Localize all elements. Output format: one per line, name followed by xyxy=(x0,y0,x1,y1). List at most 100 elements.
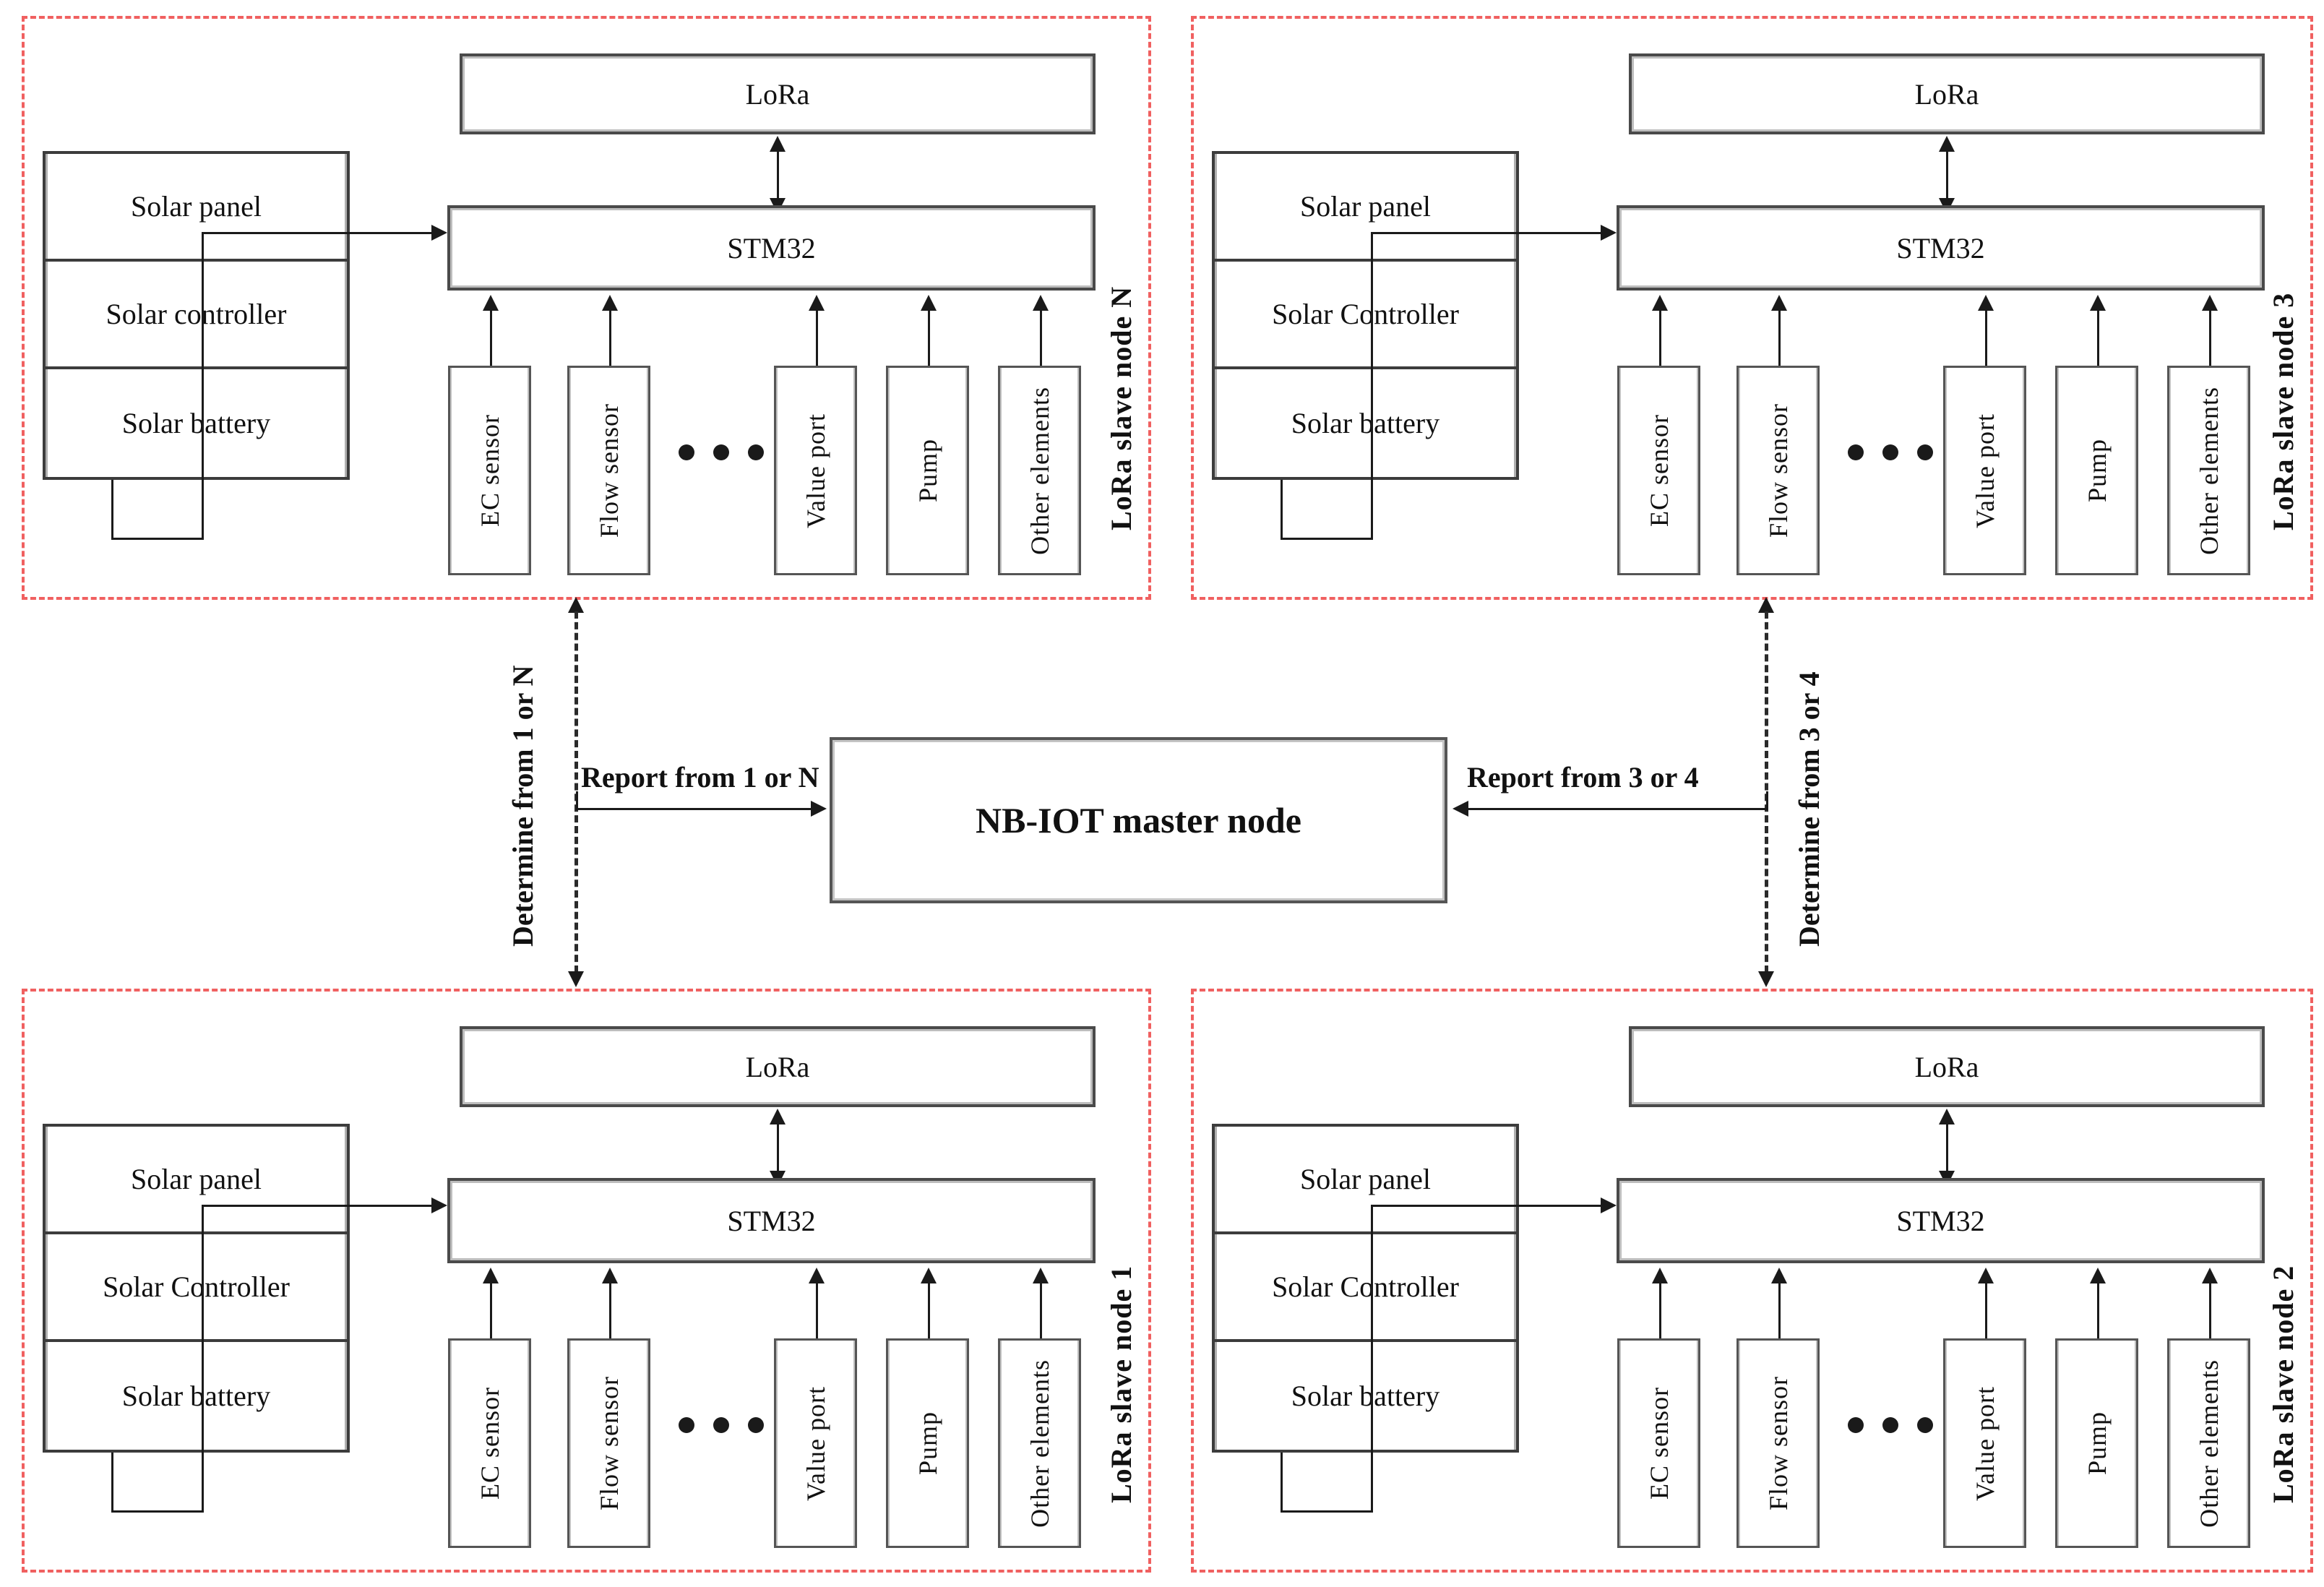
solar-panel-row: Solar panel xyxy=(46,1127,347,1234)
ellipsis-dots xyxy=(1848,1417,1933,1433)
peripheral-box-1: Flow sensor xyxy=(567,366,650,575)
lora-label: LoRa xyxy=(1914,1050,1979,1083)
power-wire-seg3 xyxy=(202,1205,204,1512)
arrow-down-left-bus xyxy=(568,971,584,987)
peripheral-label-0: EC sensor xyxy=(475,1387,504,1500)
master-node-box: NB-IOT master node xyxy=(830,737,1447,903)
peripheral-label-3: Pump xyxy=(2082,1411,2112,1476)
solar-battery-row: Solar battery xyxy=(1215,369,1516,477)
peripheral-box-4: Other elements xyxy=(2167,366,2250,575)
peripheral-label-4: Other elements xyxy=(1025,1359,1054,1528)
solar-panel-label: Solar panel xyxy=(130,189,262,223)
arrow-up-p4 xyxy=(2202,295,2218,311)
link-p2 xyxy=(1985,308,1987,367)
node-caption-1: LoRa slave node 1 xyxy=(1105,1265,1137,1503)
node-caption-2: LoRa slave node 2 xyxy=(2267,1265,2299,1503)
node-panel-2: LoRa STM32 Solar panel Solar Controller … xyxy=(1191,989,2313,1573)
arrow-up-p4 xyxy=(1033,1268,1049,1283)
peripheral-box-2: Value port xyxy=(1943,1338,2026,1548)
lora-label: LoRa xyxy=(745,1050,810,1083)
arrow-up-p0 xyxy=(1652,295,1668,311)
link-p1 xyxy=(609,1281,611,1340)
mcu-box: STM32 xyxy=(447,1178,1096,1263)
link-lora-mcu xyxy=(1946,1119,1948,1181)
link-p3 xyxy=(928,308,930,367)
peripheral-box-2: Value port xyxy=(774,1338,857,1548)
peripheral-label-3: Pump xyxy=(913,438,942,503)
peripheral-box-4: Other elements xyxy=(998,1338,1081,1548)
ellipsis-dots xyxy=(1848,444,1933,460)
solar-battery-label: Solar battery xyxy=(121,1379,271,1412)
master-node-label: NB-IOT master node xyxy=(976,800,1301,840)
arrow-up-lora xyxy=(1939,136,1955,152)
solar-battery-row: Solar battery xyxy=(46,1342,347,1450)
link-p0 xyxy=(490,308,492,367)
arrow-up-p2 xyxy=(1978,1268,1994,1283)
lora-label: LoRa xyxy=(745,77,810,111)
arrow-up-lora xyxy=(770,1109,786,1124)
power-wire-seg4 xyxy=(1371,1205,1601,1207)
arrow-report-left-into-master xyxy=(811,801,827,817)
peripheral-box-1: Flow sensor xyxy=(1736,366,1820,575)
arrow-power-into-mcu xyxy=(431,1197,447,1213)
power-wire-seg2 xyxy=(111,1510,204,1513)
power-wire-seg4 xyxy=(1371,232,1601,234)
determine-left-label: Determine from 1 or N xyxy=(507,665,539,947)
peripheral-label-3: Pump xyxy=(2082,438,2112,503)
ellipsis-dots xyxy=(679,444,764,460)
solar-controller-row: Solar controller xyxy=(46,262,347,369)
arrow-up-p3 xyxy=(921,1268,937,1283)
peripheral-box-4: Other elements xyxy=(998,366,1081,575)
power-wire-seg1 xyxy=(1281,1453,1283,1512)
ellipsis-dots xyxy=(679,1417,764,1433)
link-p1 xyxy=(609,308,611,367)
solar-controller-label: Solar controller xyxy=(106,297,287,330)
mcu-label: STM32 xyxy=(727,231,816,264)
power-wire-seg2 xyxy=(1281,538,1373,540)
peripheral-label-0: EC sensor xyxy=(1644,1387,1674,1500)
arrow-up-right-bus xyxy=(1758,597,1774,613)
peripheral-box-0: EC sensor xyxy=(1617,366,1700,575)
lora-box: LoRa xyxy=(1629,53,2265,134)
report-right-line xyxy=(1468,808,1768,810)
link-p3 xyxy=(2097,1281,2099,1340)
node-caption-3: LoRa slave node 3 xyxy=(2267,292,2299,530)
arrow-up-p1 xyxy=(602,1268,618,1283)
power-wire-seg1 xyxy=(111,1453,113,1512)
arrow-up-p2 xyxy=(809,295,825,311)
peripheral-box-1: Flow sensor xyxy=(567,1338,650,1548)
power-stack: Solar panel Solar Controller Solar batte… xyxy=(1212,1124,1519,1453)
peripheral-box-0: EC sensor xyxy=(448,1338,531,1548)
peripheral-label-0: EC sensor xyxy=(1644,414,1674,527)
power-wire-seg2 xyxy=(111,538,204,540)
link-p1 xyxy=(1778,308,1781,367)
link-p2 xyxy=(1985,1281,1987,1340)
link-p0 xyxy=(1659,1281,1661,1340)
peripheral-label-1: Flow sensor xyxy=(1763,1375,1793,1510)
link-p2 xyxy=(816,1281,818,1340)
peripheral-box-2: Value port xyxy=(774,366,857,575)
power-stack: Solar panel Solar controller Solar batte… xyxy=(43,151,350,480)
link-p4 xyxy=(2209,1281,2211,1340)
solar-panel-row: Solar panel xyxy=(46,154,347,262)
peripheral-box-3: Pump xyxy=(2055,366,2138,575)
power-stack: Solar panel Solar Controller Solar batte… xyxy=(43,1124,350,1453)
solar-controller-row: Solar Controller xyxy=(46,1234,347,1342)
arrow-report-right-into-master xyxy=(1452,801,1468,817)
arrow-up-p0 xyxy=(1652,1268,1668,1283)
node-panel-1: LoRa STM32 Solar panel Solar Controller … xyxy=(22,989,1151,1573)
link-lora-mcu xyxy=(777,146,779,208)
solar-battery-label: Solar battery xyxy=(121,406,271,439)
link-p3 xyxy=(928,1281,930,1340)
link-p0 xyxy=(1659,308,1661,367)
peripheral-label-4: Other elements xyxy=(2194,1359,2224,1528)
link-p0 xyxy=(490,1281,492,1340)
node-caption-n: LoRa slave node N xyxy=(1105,285,1137,530)
peripheral-box-1: Flow sensor xyxy=(1736,1338,1820,1548)
solar-controller-label: Solar Controller xyxy=(1272,297,1459,330)
lora-box: LoRa xyxy=(460,53,1096,134)
power-stack: Solar panel Solar Controller Solar batte… xyxy=(1212,151,1519,480)
arrow-up-p1 xyxy=(602,295,618,311)
arrow-up-p3 xyxy=(2090,1268,2106,1283)
